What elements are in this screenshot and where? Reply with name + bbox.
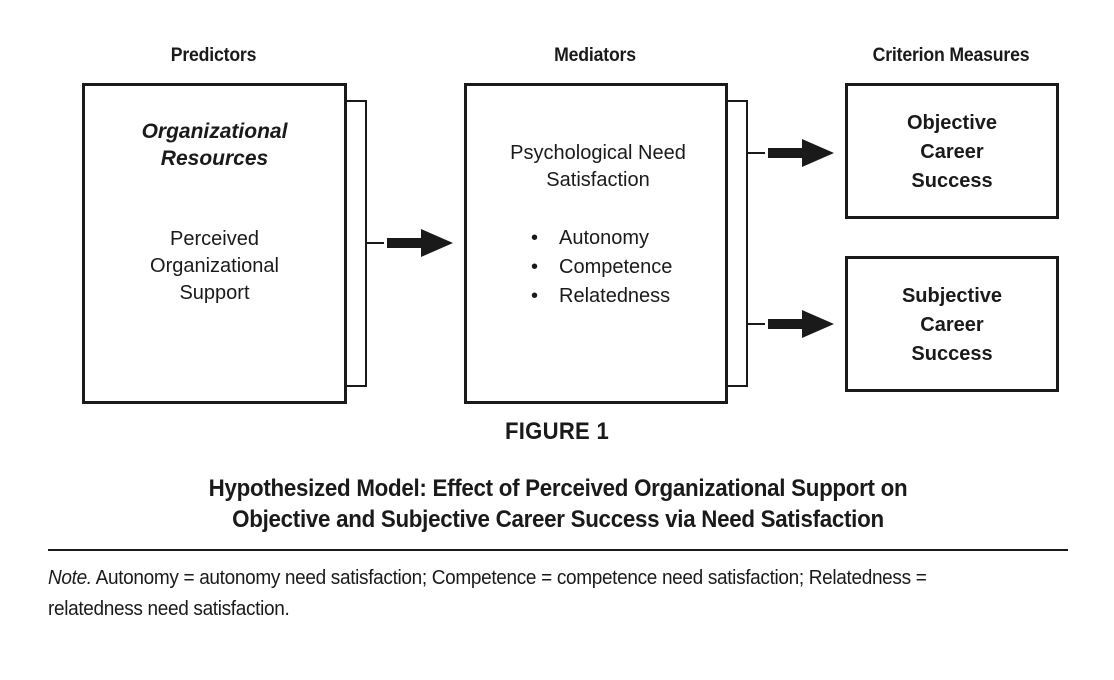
mediator-bracket-connector (726, 100, 748, 387)
objective-career-success-box: Objective Career Success (845, 83, 1059, 219)
arrow-icon-predictor-to-mediator (387, 229, 453, 257)
connector-stub-objective (748, 152, 765, 154)
column-header-mediators: Mediators (554, 45, 636, 66)
subjective-line-3: Success (911, 343, 993, 365)
mediator-title-line-1: Psychological Need (510, 142, 686, 164)
predictor-body-line-1: Perceived (170, 228, 259, 250)
figure-note-label: Note. (48, 567, 92, 589)
objective-line-2: Career (920, 141, 984, 163)
mediator-box: Psychological Need Satisfaction • Autono… (464, 83, 728, 404)
figure-title-line-2: Objective and Subjective Career Success … (232, 506, 884, 533)
subjective-career-success-box: Subjective Career Success (845, 256, 1059, 392)
arrow-icon-mediator-to-subjective (768, 310, 834, 338)
figure-note-text: Autonomy = autonomy need satisfaction; C… (48, 567, 927, 620)
column-header-predictors: Predictors (170, 45, 257, 66)
figure-title: Hypothesized Model: Effect of Perceived … (84, 473, 1033, 535)
bullet-icon: • (531, 285, 539, 307)
figure-number: FIGURE 1 (504, 418, 610, 445)
mediator-title-line-2: Satisfaction (546, 169, 650, 191)
mediator-bullet-label: Competence (559, 256, 673, 278)
subjective-line-2: Career (920, 314, 984, 336)
mediator-bullet-list: • Autonomy • Competence • Relatedness (529, 224, 672, 311)
bullet-icon: • (531, 256, 539, 278)
predictor-body-line-2: Organizational (150, 255, 279, 277)
connector-stub-subjective (748, 323, 765, 325)
column-header-criterion-measures: Criterion Measures (872, 45, 1030, 66)
predictor-box: Organizational Resources Perceived Organ… (82, 83, 347, 404)
predictor-title-line-1: Organizational (141, 120, 288, 143)
objective-box-text: Objective Career Success (848, 109, 1056, 196)
figure-title-line-1: Hypothesized Model: Effect of Perceived … (208, 475, 908, 502)
mediator-box-title: Psychological Need Satisfaction (485, 140, 711, 194)
subjective-line-1: Subjective (901, 285, 1003, 307)
mediator-bullet-label: Autonomy (559, 227, 650, 249)
figure-note: Note. Autonomy = autonomy need satisfact… (48, 563, 1023, 625)
connector-stub-predictor (367, 242, 384, 244)
objective-line-3: Success (911, 170, 993, 192)
caption-divider (48, 549, 1068, 551)
predictor-title-line-2: Resources (160, 147, 269, 170)
objective-line-1: Objective (906, 112, 998, 134)
list-item: • Autonomy (529, 224, 672, 253)
predictor-bracket-connector (345, 100, 367, 387)
predictor-box-title: Organizational Resources (85, 118, 344, 172)
bullet-icon: • (531, 227, 539, 249)
list-item: • Relatedness (529, 282, 672, 311)
predictor-body-line-3: Support (179, 282, 250, 304)
subjective-box-text: Subjective Career Success (848, 282, 1056, 369)
mediator-bullet-label: Relatedness (559, 285, 671, 307)
arrow-icon-mediator-to-objective (768, 139, 834, 167)
list-item: • Competence (529, 253, 672, 282)
predictor-box-body: Perceived Organizational Support (85, 226, 344, 307)
